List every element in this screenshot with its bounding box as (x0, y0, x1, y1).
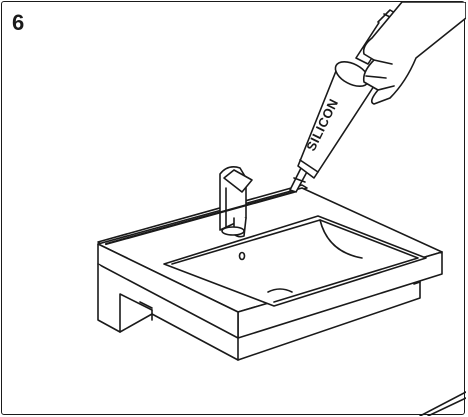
silicone-bead (104, 190, 296, 246)
step-number: 6 (12, 10, 25, 35)
sink-icon (97, 184, 443, 361)
wall-edge (419, 391, 466, 416)
hand-icon (362, 2, 466, 105)
faucet-icon (219, 166, 253, 238)
